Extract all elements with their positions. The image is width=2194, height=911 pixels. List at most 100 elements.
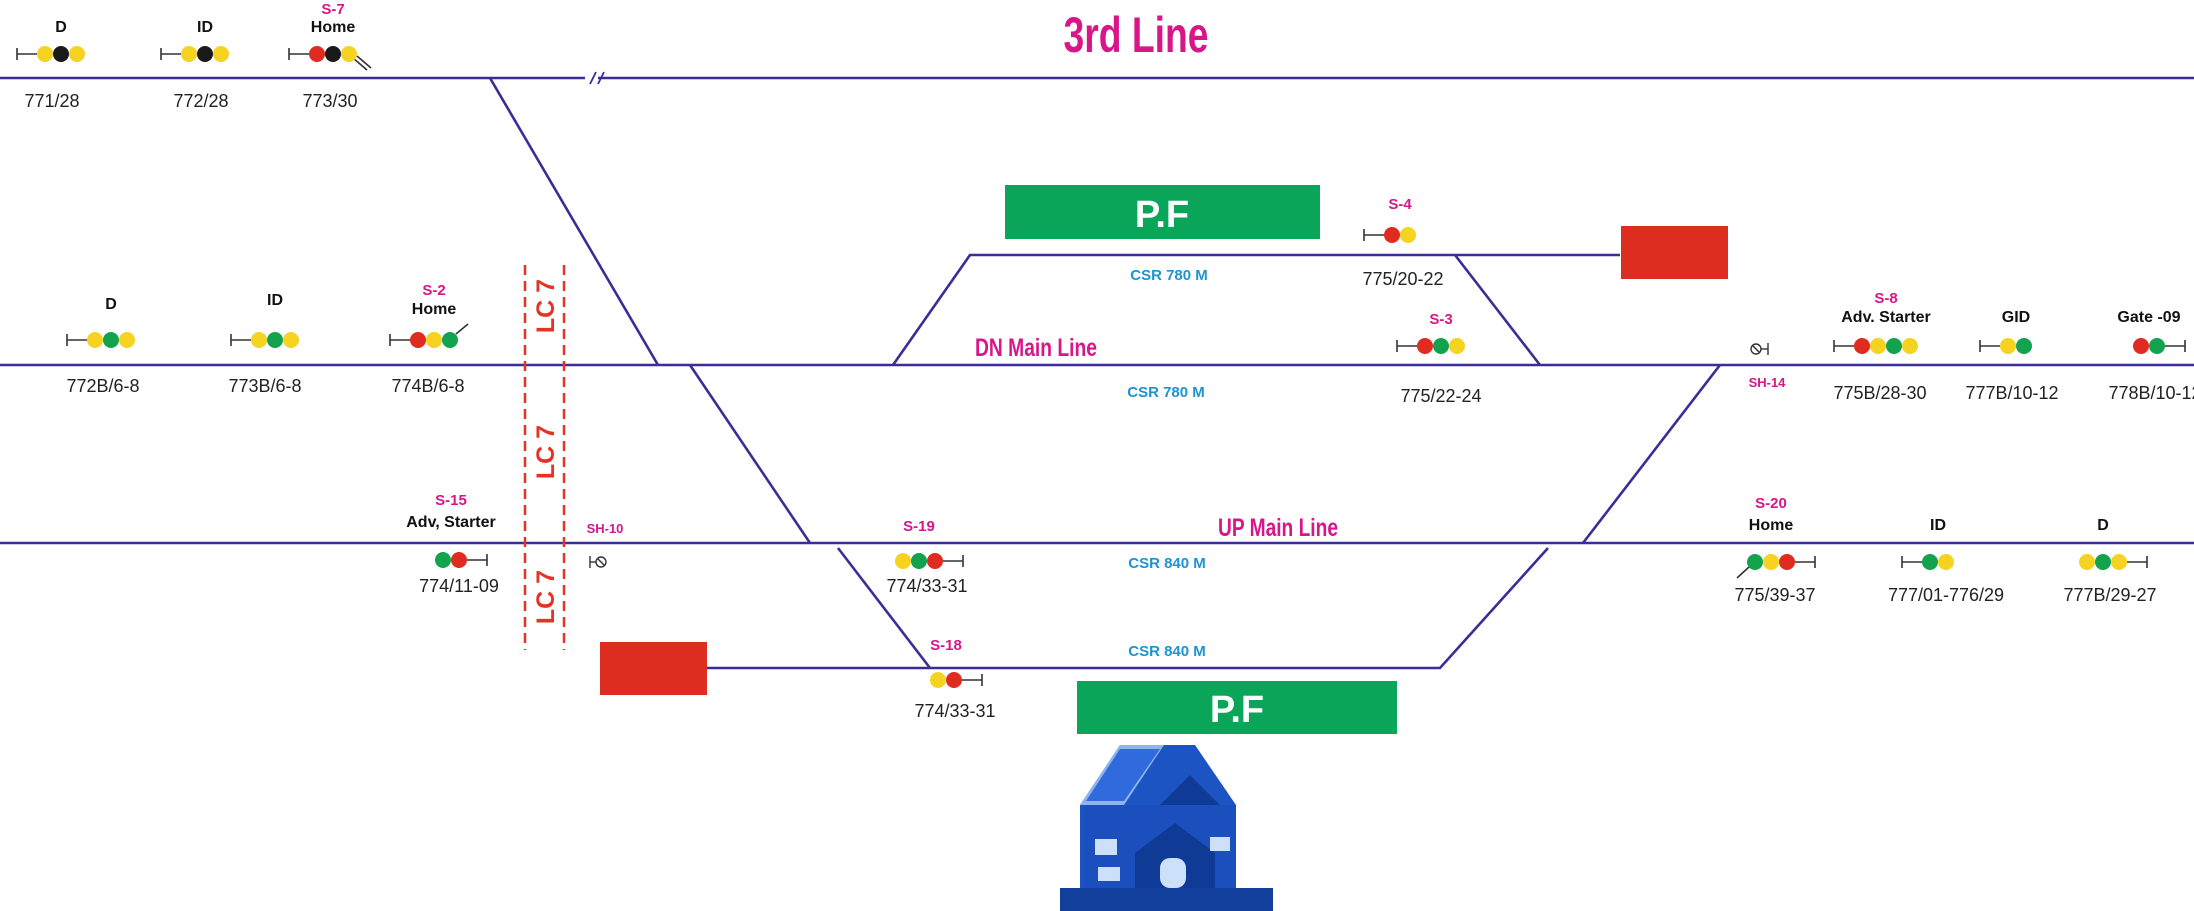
signal-lamp-icon	[37, 46, 53, 62]
signal-lamp-icon	[1902, 338, 1918, 354]
lc7-label-middle: LC 7	[532, 425, 560, 479]
track-loop-bottom	[705, 547, 1549, 670]
signal-lamp-icon	[197, 46, 213, 62]
signal-lamp-icon	[895, 553, 911, 569]
station-building-icon	[1060, 745, 1273, 911]
platform-bottom-label: P.F	[1210, 689, 1264, 731]
signal-post	[389, 323, 469, 346]
signal-type-label: GID	[2002, 309, 2030, 326]
buffer-stop-icon	[1621, 226, 1728, 279]
buffer-stop-icon	[600, 642, 707, 695]
signal-post	[1833, 340, 1854, 352]
signal-type-label: D	[2097, 517, 2109, 534]
lc7-label-top: LC 7	[532, 279, 560, 333]
signal-km-label: 777/01-776/29	[1888, 585, 2004, 605]
signal-lamp-icon	[1747, 554, 1763, 570]
signal-km-label: 775/20-22	[1362, 269, 1443, 289]
signal-post	[1736, 556, 1816, 579]
signal-lamp-icon	[442, 332, 458, 348]
signal-km-label: 774/11-09	[419, 576, 499, 596]
signal-id-label: S-19	[903, 518, 935, 535]
signal-id-label: S-7	[321, 1, 344, 18]
signal-lamp-icon	[1384, 227, 1400, 243]
signal-type-label: Adv, Starter	[406, 514, 496, 531]
signal-lamp-icon	[451, 552, 467, 568]
signal-lamp-icon	[1854, 338, 1870, 354]
signal-lamp-icon	[930, 672, 946, 688]
signal-post	[160, 48, 181, 60]
shunt-signal-icon	[1750, 343, 1769, 355]
signal-km-label: 775/39-37	[1734, 585, 1815, 605]
signal-lamp-icon	[2095, 554, 2111, 570]
signal-km-label: 777B/10-12	[1965, 383, 2058, 403]
signal-lamp-icon	[309, 46, 325, 62]
signal-777-01: ID 777/01-776/29	[1888, 517, 2004, 605]
signal-lamp-icon	[1417, 338, 1433, 354]
shunt-signal-icon	[589, 556, 607, 568]
track-loop-top	[891, 253, 1542, 366]
signal-lamp-icon	[325, 46, 341, 62]
csr-dn-main: CSR 780 M	[1127, 384, 1205, 401]
signal-lamp-icon	[1779, 554, 1795, 570]
signal-lamp-icon	[283, 332, 299, 348]
signal-post	[962, 674, 983, 686]
signal-km-label: 772/28	[173, 91, 228, 111]
signal-lamp-icon	[267, 332, 283, 348]
signal-post	[66, 334, 87, 346]
signal-type-label: ID	[1930, 517, 1946, 534]
signal-km-label: 773/30	[302, 91, 357, 111]
signal-lamp-icon	[410, 332, 426, 348]
signal-lamp-icon	[1938, 554, 1954, 570]
signal-km-label: 771/28	[24, 91, 79, 111]
signal-lamp-icon	[435, 552, 451, 568]
signal-lamp-icon	[213, 46, 229, 62]
signal-type-label: ID	[267, 292, 283, 309]
signal-lamp-icon	[251, 332, 267, 348]
signal-lamp-icon	[2111, 554, 2127, 570]
signal-id-label: S-8	[1874, 290, 1897, 307]
signal-type-label: Home	[412, 301, 457, 318]
signal-post	[1396, 340, 1417, 352]
signal-post	[467, 554, 488, 566]
signal-post	[230, 334, 251, 346]
signal-lamp-icon	[2000, 338, 2016, 354]
shunt-sh14: SH-14	[1749, 343, 1787, 390]
track-crossover-up-to-dn	[1581, 364, 1722, 544]
shunt-sh10: SH-10	[587, 521, 624, 568]
signal-post	[1901, 556, 1922, 568]
third-line-title: 3rd Line	[1064, 7, 1209, 63]
shunt-sh14-label: SH-14	[1749, 375, 1787, 390]
signal-post	[1979, 340, 2000, 352]
signal-km-label: 772B/6-8	[66, 376, 139, 396]
signal-lamp-icon	[119, 332, 135, 348]
signal-post	[943, 555, 964, 567]
signal-lamp-icon	[1763, 554, 1779, 570]
signal-lamp-icon	[2133, 338, 2149, 354]
signal-type-label: Home	[1749, 517, 1794, 534]
signal-lamp-icon	[1449, 338, 1465, 354]
signal-post	[1363, 229, 1384, 241]
signal-id-label: S-2	[422, 282, 445, 299]
tracks	[0, 71, 2194, 670]
signal-lamp-icon	[927, 553, 943, 569]
csr-loop-bottom: CSR 840 M	[1128, 643, 1206, 660]
lc7-label-bottom: LC 7	[532, 570, 560, 624]
shunt-sh10-label: SH-10	[587, 521, 624, 536]
signal-lamp-icon	[181, 46, 197, 62]
signal-lamp-icon	[53, 46, 69, 62]
platform-bottom: P.F	[1077, 681, 1397, 734]
signal-km-label: 773B/6-8	[228, 376, 301, 396]
signal-lamp-icon	[1870, 338, 1886, 354]
signal-773b: ID 773B/6-8	[228, 292, 301, 396]
